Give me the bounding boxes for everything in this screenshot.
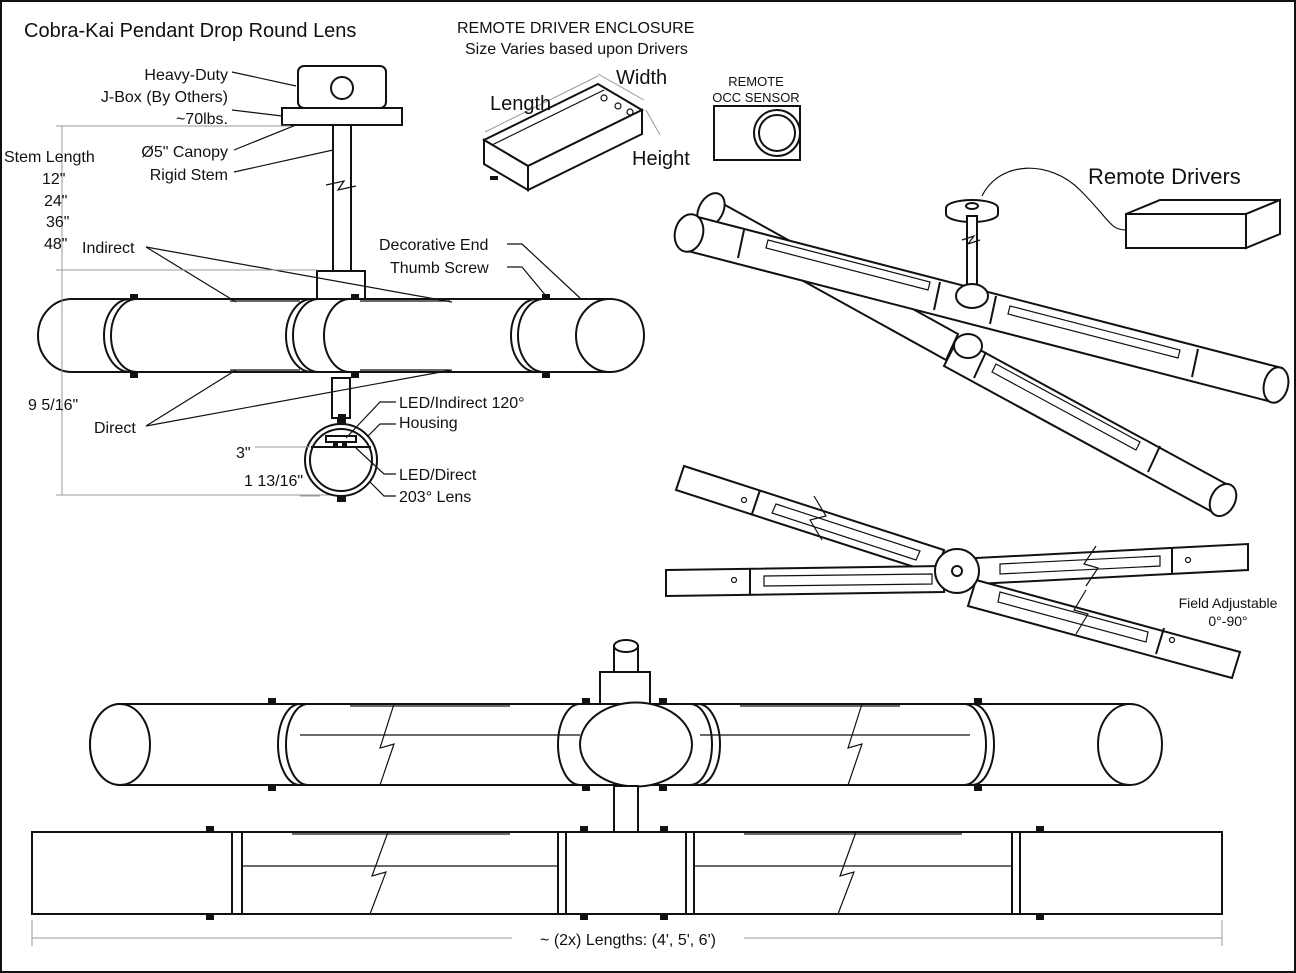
top-arm-left (665, 564, 945, 598)
sensor-label-1: REMOTE (728, 74, 784, 89)
iso-stem (966, 215, 978, 291)
remote-drivers-label: Remote Drivers (1088, 164, 1241, 189)
dim-diameter-label: 1 13/16" (244, 473, 303, 490)
led-indirect-label: LED/Indirect 120° (399, 395, 525, 412)
lengths-label: ~ (2x) Lengths: (4', 5', 6') (540, 932, 716, 949)
driver-title: REMOTE DRIVER ENCLOSURE (457, 20, 694, 37)
field-adjustable-label-2: 0°-90° (1208, 613, 1247, 629)
flat-body (31, 831, 1223, 915)
elev-end-cap-right (1097, 703, 1163, 786)
occ-sensor: REMOTE OCC SENSOR (712, 74, 801, 161)
sensor-box (713, 105, 801, 161)
housing-label: Housing (399, 415, 458, 432)
lens-outer (304, 423, 378, 497)
sensor-label-2: OCC SENSOR (712, 90, 799, 105)
front-elevation-3d (89, 639, 1163, 833)
decorative-end-cap (575, 298, 645, 373)
canopy (281, 107, 403, 126)
stem-length-48: 48" (44, 236, 67, 253)
driver-box-side (527, 108, 643, 192)
jbox-knockout (330, 76, 354, 100)
thumb-screw-label: Thumb Screw (390, 260, 489, 277)
iso-hub (955, 283, 989, 309)
direct-label: Direct (94, 420, 136, 437)
sensor-dome (753, 109, 801, 157)
iso-view: Remote Drivers (673, 164, 1290, 518)
section-view: LED/Indirect 120° Housing LED/Direct 203… (236, 395, 525, 506)
thumb-screw (130, 294, 138, 300)
lens-inner (309, 428, 373, 492)
jbox (297, 65, 387, 109)
coupling-ring-1 (103, 298, 131, 373)
iso-arm-end-2 (1208, 482, 1238, 518)
driver-cable (981, 167, 1127, 231)
indirect-label: Indirect (82, 240, 135, 257)
jbox-label-2: J-Box (By Others) (101, 89, 228, 106)
top-arm-lower-right (966, 578, 1242, 680)
height-dim-label: 9 5/16" (28, 397, 78, 414)
top-arm-right (975, 542, 1249, 586)
jbox-label-1: Heavy-Duty (144, 67, 228, 84)
top-hub (934, 548, 980, 594)
drawing-title: Cobra-Kai Pendant Drop Round Lens (24, 20, 356, 42)
elev-hub (579, 701, 693, 788)
canopy-label: Ø5" Canopy (141, 144, 228, 161)
led-direct-label: LED/Direct (399, 467, 477, 484)
length-label: Length (490, 93, 551, 115)
top-view: Field Adjustable 0°-90° (665, 464, 1278, 680)
height-label: Height (632, 148, 690, 170)
width-label: Width (616, 67, 667, 89)
stem-break (325, 180, 357, 191)
elev-end-cap-left (89, 703, 151, 786)
stem-length-36: 36" (46, 214, 69, 231)
coupling-ring-2 (285, 298, 313, 373)
driver-enclosure: REMOTE DRIVER ENCLOSURE Size Varies base… (457, 20, 694, 192)
stem-length-24: 24" (44, 193, 67, 210)
stem-label: Rigid Stem (150, 167, 228, 184)
jbox-label-3: ~70lbs. (176, 111, 228, 128)
front-elevation-flat: ~ (2x) Lengths: (4', 5', 6') (31, 826, 1223, 949)
field-adjustable-label-1: Field Adjustable (1179, 595, 1278, 611)
iso-arm-end-1 (673, 213, 705, 253)
coupling-ring-4 (510, 298, 538, 373)
side-view: Heavy-Duty J-Box (By Others) ~70lbs. Ø5"… (4, 65, 645, 496)
driver-subtitle: Size Varies based upon Drivers (465, 41, 688, 58)
decorative-end-label: Decorative End (379, 237, 488, 254)
rigid-stem (332, 124, 352, 276)
lens-label: 203° Lens (399, 489, 471, 506)
coupling-ring-3 (323, 298, 351, 373)
dim-3-label: 3" (236, 445, 251, 462)
stem-length-12: 12" (42, 171, 65, 188)
stem-length-title: Stem Length (4, 149, 95, 166)
